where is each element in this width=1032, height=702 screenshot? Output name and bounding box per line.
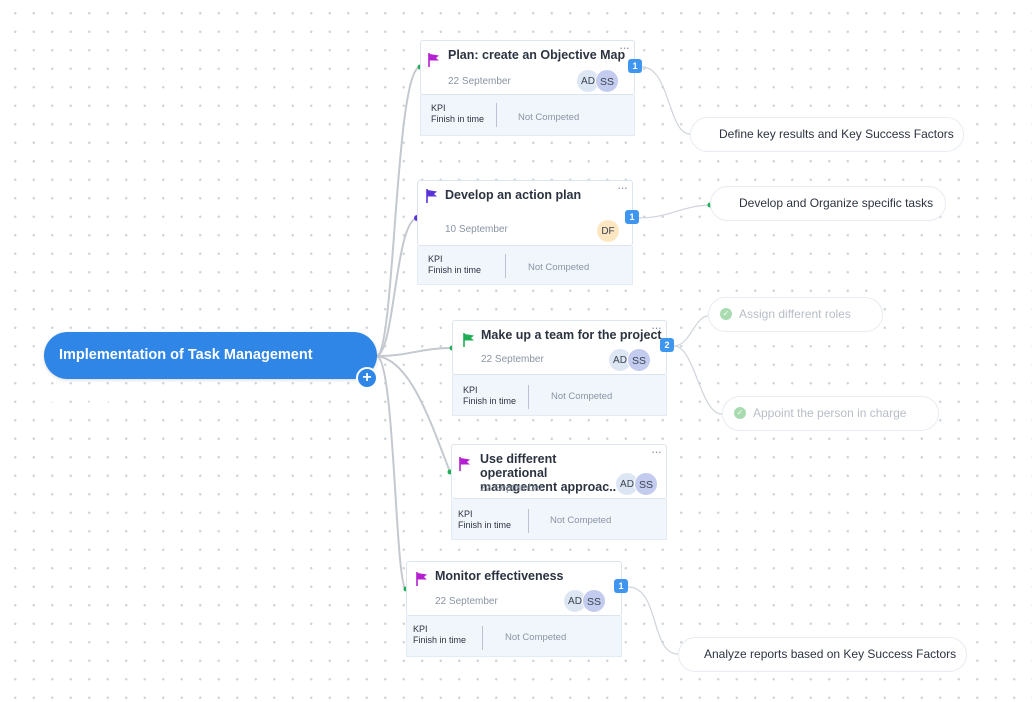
- task-card-monitor[interactable]: Monitor effectiveness 22 September AD SS…: [406, 561, 622, 657]
- task-title: Make up a team for the project: [481, 328, 662, 342]
- divider: [505, 254, 506, 278]
- subtask-count-badge[interactable]: 1: [625, 210, 639, 224]
- avatar[interactable]: AD: [576, 69, 600, 93]
- divider: [528, 385, 529, 409]
- assignee-avatars: AD SS: [563, 589, 606, 613]
- status-text: Not Competed: [528, 262, 590, 273]
- more-options-icon[interactable]: ···: [651, 444, 662, 459]
- assignee-avatars: AD SS: [615, 472, 658, 496]
- subtask-pill-completed[interactable]: ✓ Assign different roles: [708, 297, 883, 332]
- status-text: Not Competed: [551, 391, 613, 402]
- subtask-pill[interactable]: Define key results and Key Success Facto…: [690, 117, 964, 152]
- task-card-operational-management[interactable]: Use different operational management app…: [451, 444, 667, 540]
- task-date: 22 September: [435, 596, 498, 607]
- subtask-label: Develop and Organize specific tasks: [739, 196, 934, 210]
- check-icon: ✓: [734, 406, 746, 419]
- root-node[interactable]: Implementation of Task Management Workfl…: [44, 332, 377, 410]
- subtask-count-badge[interactable]: 1: [628, 59, 642, 73]
- subtask-pill[interactable]: Analyze reports based on Key Success Fac…: [678, 637, 967, 672]
- more-options-icon[interactable]: ···: [651, 320, 662, 335]
- task-card-action-plan[interactable]: Develop an action plan 10 September ··· …: [417, 180, 633, 285]
- status-text: Not Competed: [550, 515, 612, 526]
- avatar[interactable]: SS: [634, 472, 658, 496]
- check-icon: ✓: [720, 307, 732, 320]
- task-title: Use different operational management app…: [480, 452, 617, 494]
- task-date: 10 September: [445, 224, 508, 235]
- task-title: Develop an action plan: [445, 188, 582, 202]
- task-card-objective-map[interactable]: Plan: create an Objective Map 22 Septemb…: [420, 40, 635, 136]
- subtask-count-badge[interactable]: 2: [660, 338, 674, 352]
- task-card-header: Make up a team for the project 22 Septem…: [452, 320, 667, 375]
- flag-icon: [416, 572, 427, 586]
- task-date: 22 September: [481, 354, 544, 365]
- avatar[interactable]: SS: [627, 348, 651, 372]
- more-options-icon[interactable]: ···: [619, 40, 630, 55]
- root-title: Implementation of Task Management Workfl…: [44, 347, 313, 410]
- task-card-header: Use different operational management app…: [451, 444, 667, 499]
- assignee-avatars: AD SS: [576, 69, 619, 93]
- task-card-header: Develop an action plan 10 September ··· …: [417, 180, 633, 246]
- status-text: Not Competed: [518, 112, 580, 123]
- subtask-pill[interactable]: Develop and Organize specific tasks: [710, 186, 946, 221]
- task-date: 22 September: [480, 483, 543, 494]
- task-card-header: Monitor effectiveness 22 September AD SS: [406, 561, 622, 616]
- plus-icon[interactable]: +: [356, 367, 378, 389]
- task-title: Plan: create an Objective Map: [448, 48, 626, 62]
- more-options-icon[interactable]: ···: [617, 180, 628, 195]
- divider: [528, 509, 529, 533]
- assignee-avatars: AD SS: [608, 348, 651, 372]
- assignee-avatars: DF: [596, 219, 620, 243]
- subtask-label: Define key results and Key Success Facto…: [719, 127, 954, 141]
- task-date: 22 September: [448, 76, 511, 87]
- subtask-label: Appoint the person in charge: [753, 406, 907, 420]
- flag-icon: [459, 457, 470, 471]
- subtask-pill-completed[interactable]: ✓ Appoint the person in charge: [722, 396, 939, 431]
- task-card-header: Plan: create an Objective Map 22 Septemb…: [420, 40, 635, 95]
- avatar[interactable]: SS: [595, 69, 619, 93]
- subtask-label: Analyze reports based on Key Success Fac…: [704, 647, 957, 661]
- flag-icon: [426, 189, 437, 203]
- divider: [482, 626, 483, 650]
- avatar[interactable]: SS: [582, 589, 606, 613]
- status-text: Not Competed: [505, 632, 567, 643]
- task-card-team[interactable]: Make up a team for the project 22 Septem…: [452, 320, 667, 416]
- flag-icon: [428, 53, 439, 67]
- avatar[interactable]: DF: [596, 219, 620, 243]
- subtask-count-badge[interactable]: 1: [614, 579, 628, 593]
- divider: [496, 103, 497, 127]
- task-title: Monitor effectiveness: [435, 569, 564, 583]
- subtask-label: Assign different roles: [739, 307, 851, 321]
- flag-icon: [463, 333, 474, 347]
